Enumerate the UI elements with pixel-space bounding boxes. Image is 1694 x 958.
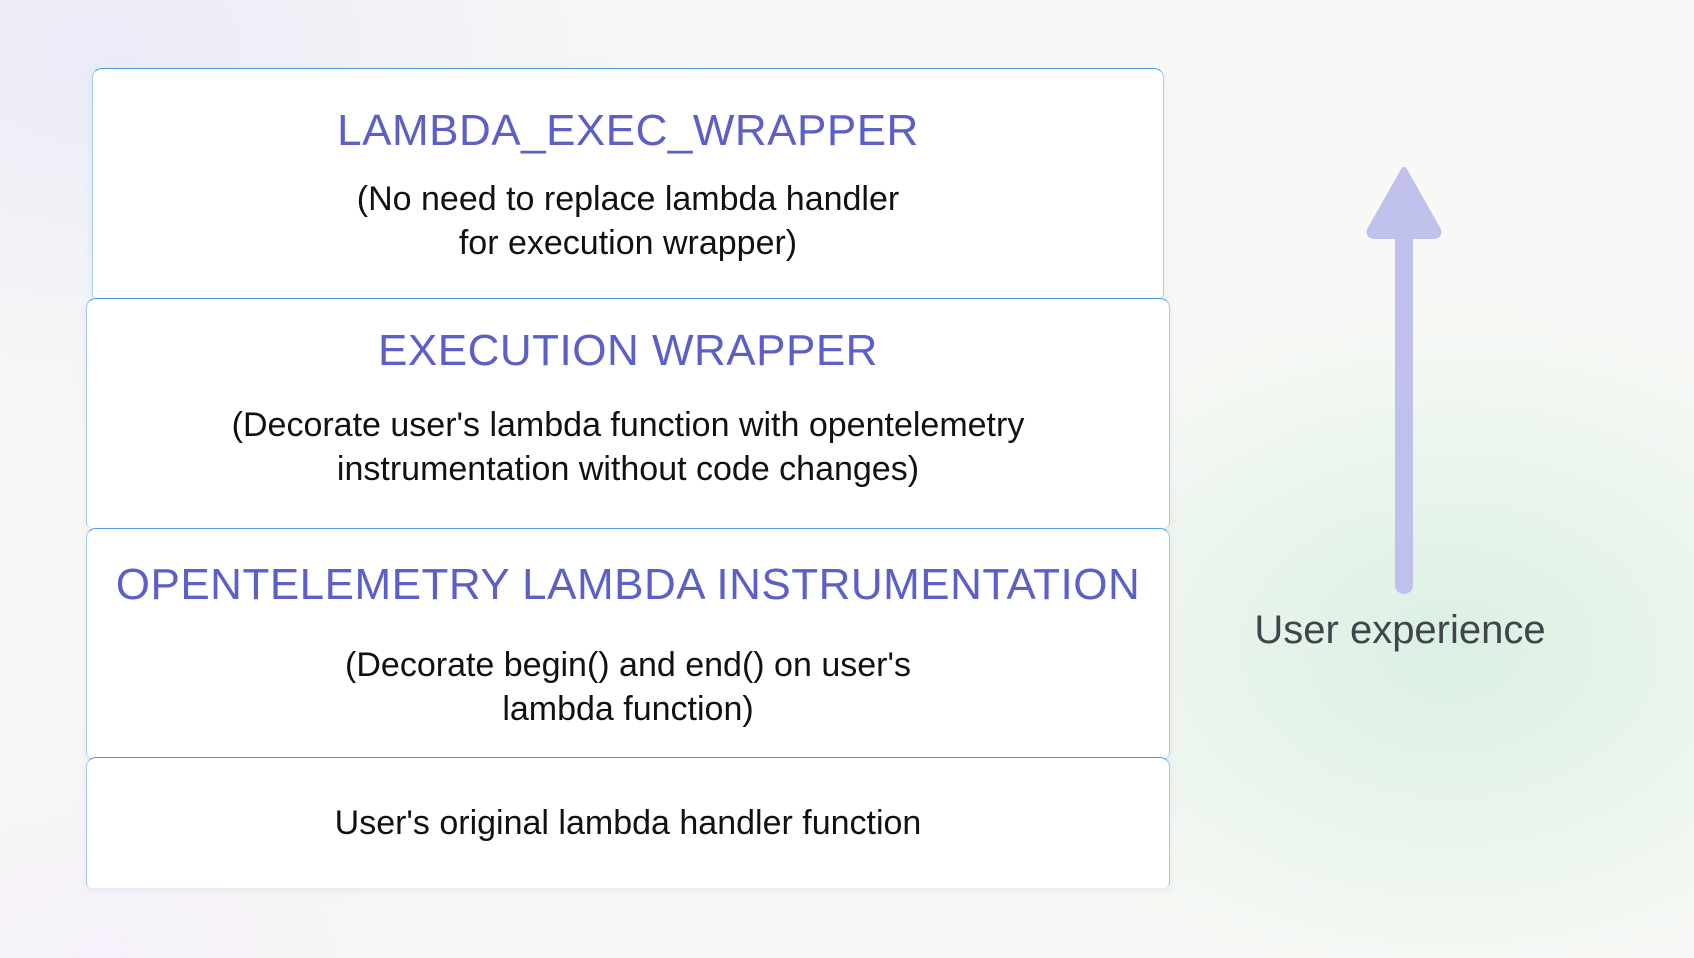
layer-opentelemetry-instrumentation: OPENTELEMETRY LAMBDA INSTRUMENTATION (De… [86,528,1170,758]
layer-description-line: lambda function) [502,690,754,729]
user-experience-label: User experience [1254,608,1546,652]
layer-lambda-exec-wrapper: LAMBDA_EXEC_WRAPPER (No need to replace … [92,68,1164,299]
layer-description-line: instrumentation without code changes) [336,450,920,489]
layer-execution-wrapper: EXECUTION WRAPPER (Decorate user's lambd… [86,298,1170,528]
layer-description-line: (Decorate user's lambda function with op… [231,406,1025,445]
layer-description: User's original lambda handler function [334,804,922,842]
layer-user-handler: User's original lambda handler function [86,757,1170,888]
layer-description-line: (Decorate begin() and end() on user's [345,646,911,685]
layer-description: (No need to replace lambda handler for e… [357,177,899,265]
layer-title: EXECUTION WRAPPER [378,326,878,375]
arrow-up-icon [1366,167,1442,594]
layer-description-line: (No need to replace lambda handler [356,180,900,219]
layer-description: (Decorate user's lambda function with op… [232,403,1025,491]
layer-title: OPENTELEMETRY LAMBDA INSTRUMENTATION [115,560,1141,609]
layer-description: (Decorate begin() and end() on user's la… [345,643,911,731]
layer-title: LAMBDA_EXEC_WRAPPER [337,106,919,155]
layer-description-line: for execution wrapper) [458,224,798,263]
